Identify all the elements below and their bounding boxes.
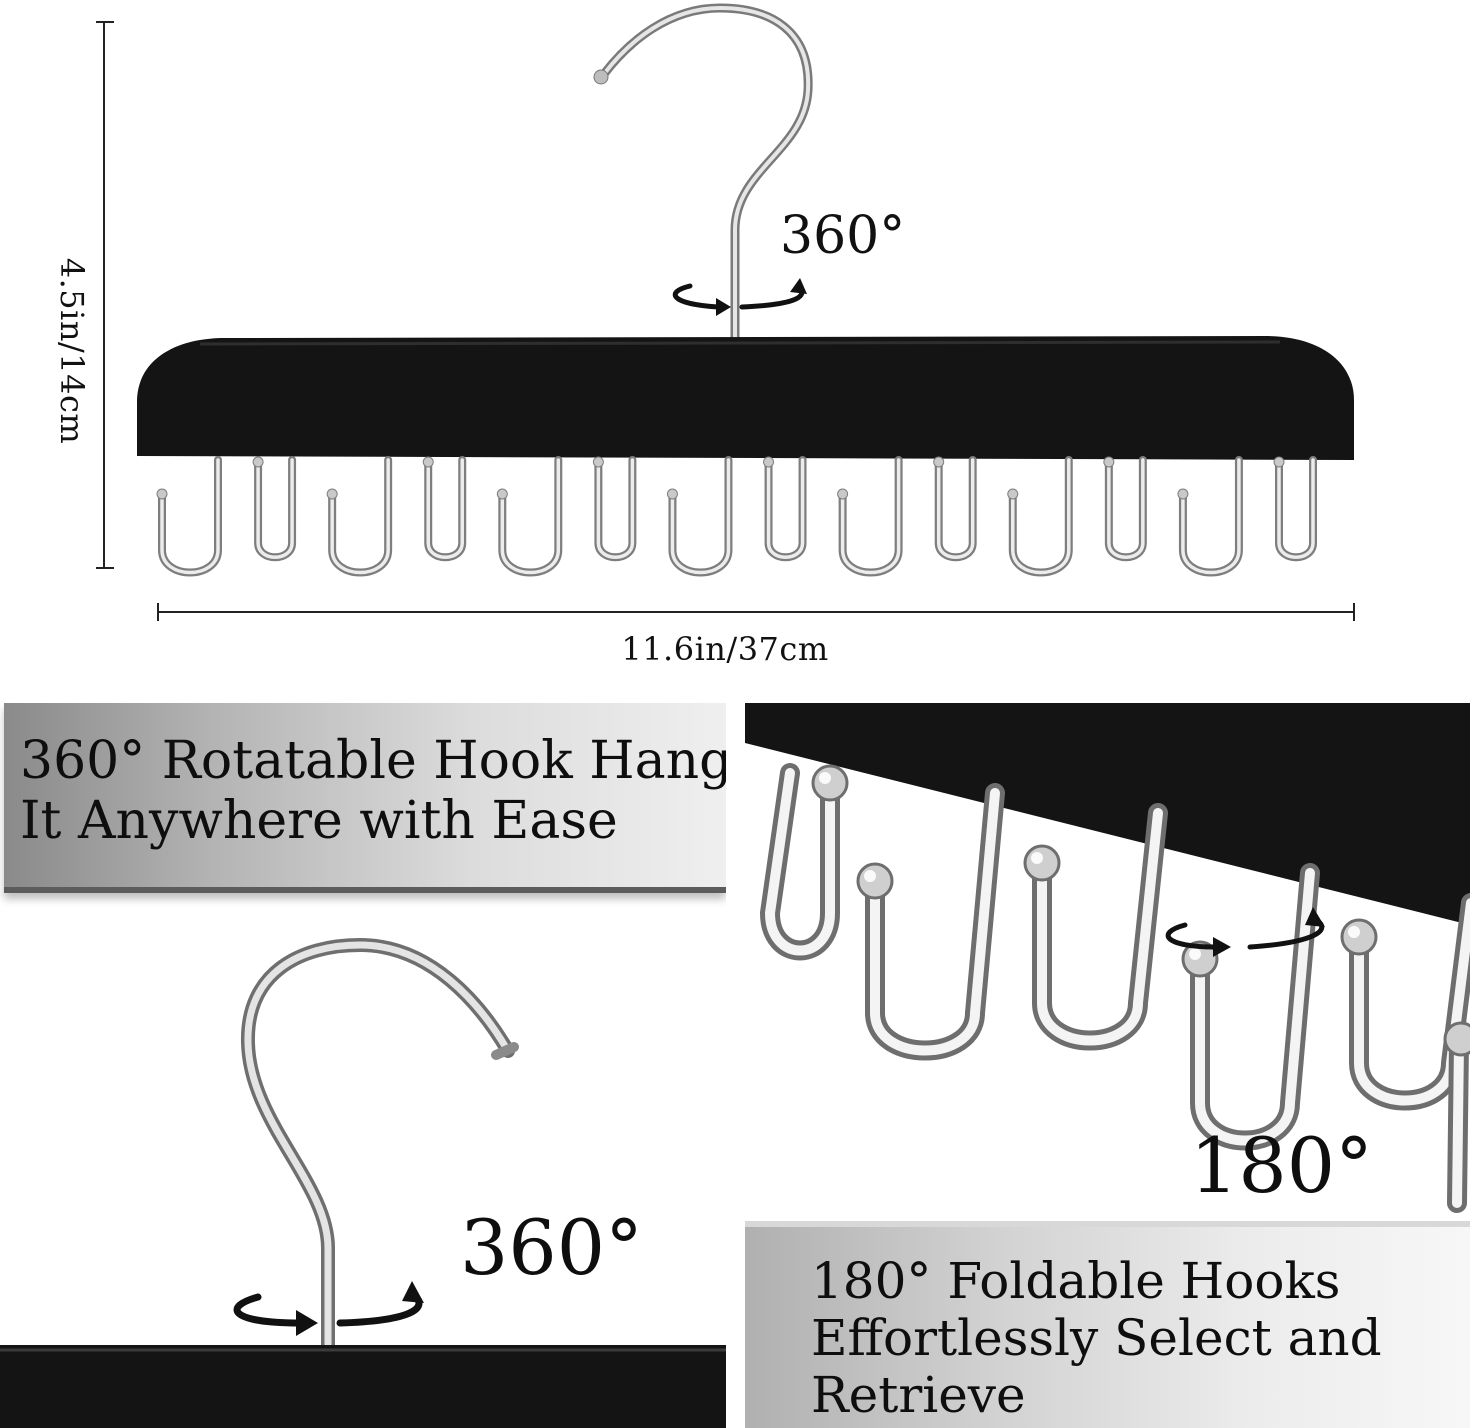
closeup-swivel-hook: [240, 937, 519, 1355]
width-dimension-line: [157, 603, 1355, 621]
rotation-arrow-icon: [672, 278, 807, 316]
rotatable-hook-closeup: [0, 937, 726, 1428]
swivel-hook: [593, 3, 813, 343]
rotatable-hook-panel: 360° Rotatable Hook Hang It Anywhere wit…: [0, 703, 726, 1428]
closeup-rotation-arrow-icon: [233, 1281, 424, 1336]
hook: [496, 456, 563, 577]
closeup-hanger-bar: [0, 1345, 726, 1428]
foldable-heading-line-1: 180° Foldable Hooks: [811, 1252, 1341, 1310]
foldable-angle-label: 180°: [1190, 1121, 1374, 1210]
rotatable-heading-line-2: It Anywhere with Ease: [20, 791, 618, 851]
height-dimension-text: 4.5in/14cm: [53, 257, 91, 445]
hook: [666, 456, 733, 577]
top-rotation-label: 360°: [780, 206, 906, 266]
hook: [592, 456, 637, 562]
hook: [763, 456, 807, 562]
foldable-hook-partial: [1443, 1021, 1470, 1213]
hook: [1007, 456, 1073, 577]
hook: [156, 456, 222, 577]
hooks-row: [156, 456, 1317, 577]
hanger-bar: [137, 336, 1354, 460]
hook: [326, 456, 393, 577]
foldable-hanger-bar: [745, 703, 1470, 925]
foldable-hooks-closeup: [745, 703, 1470, 1213]
tie-hanger-illustration: [96, 3, 1355, 621]
foldable-hooks-group: [759, 763, 1470, 1213]
hook: [1273, 456, 1317, 562]
closeup-rotation-label: 360°: [460, 1203, 644, 1292]
height-dimension-line: [96, 21, 114, 569]
foldable-heading-banner: 180° Foldable Hooks Effortlessly Select …: [745, 1221, 1470, 1428]
foldable-hook: [1181, 863, 1320, 1151]
foldable-heading-line-2: Effortlessly Select and: [811, 1309, 1382, 1367]
hook: [837, 456, 903, 577]
hook: [1177, 456, 1243, 577]
foldable-hook: [856, 783, 1005, 1061]
foldable-hooks-panel: 180° 180° Foldable Hooks Effortlessly Se…: [745, 703, 1470, 1428]
hook: [1103, 456, 1147, 562]
hook: [933, 456, 977, 562]
hook: [422, 456, 467, 562]
hook: [252, 456, 297, 562]
foldable-hook: [759, 763, 849, 961]
fold-rotation-arrow-icon: [1165, 907, 1325, 957]
rotatable-heading-line-1: 360° Rotatable Hook Hang: [20, 731, 726, 791]
foldable-hook: [1023, 803, 1168, 1051]
width-dimension-label: 11.6in/37cm: [621, 630, 829, 668]
foldable-heading-line-3: Retrieve: [811, 1366, 1026, 1424]
rotatable-heading-banner: 360° Rotatable Hook Hang It Anywhere wit…: [4, 703, 726, 893]
